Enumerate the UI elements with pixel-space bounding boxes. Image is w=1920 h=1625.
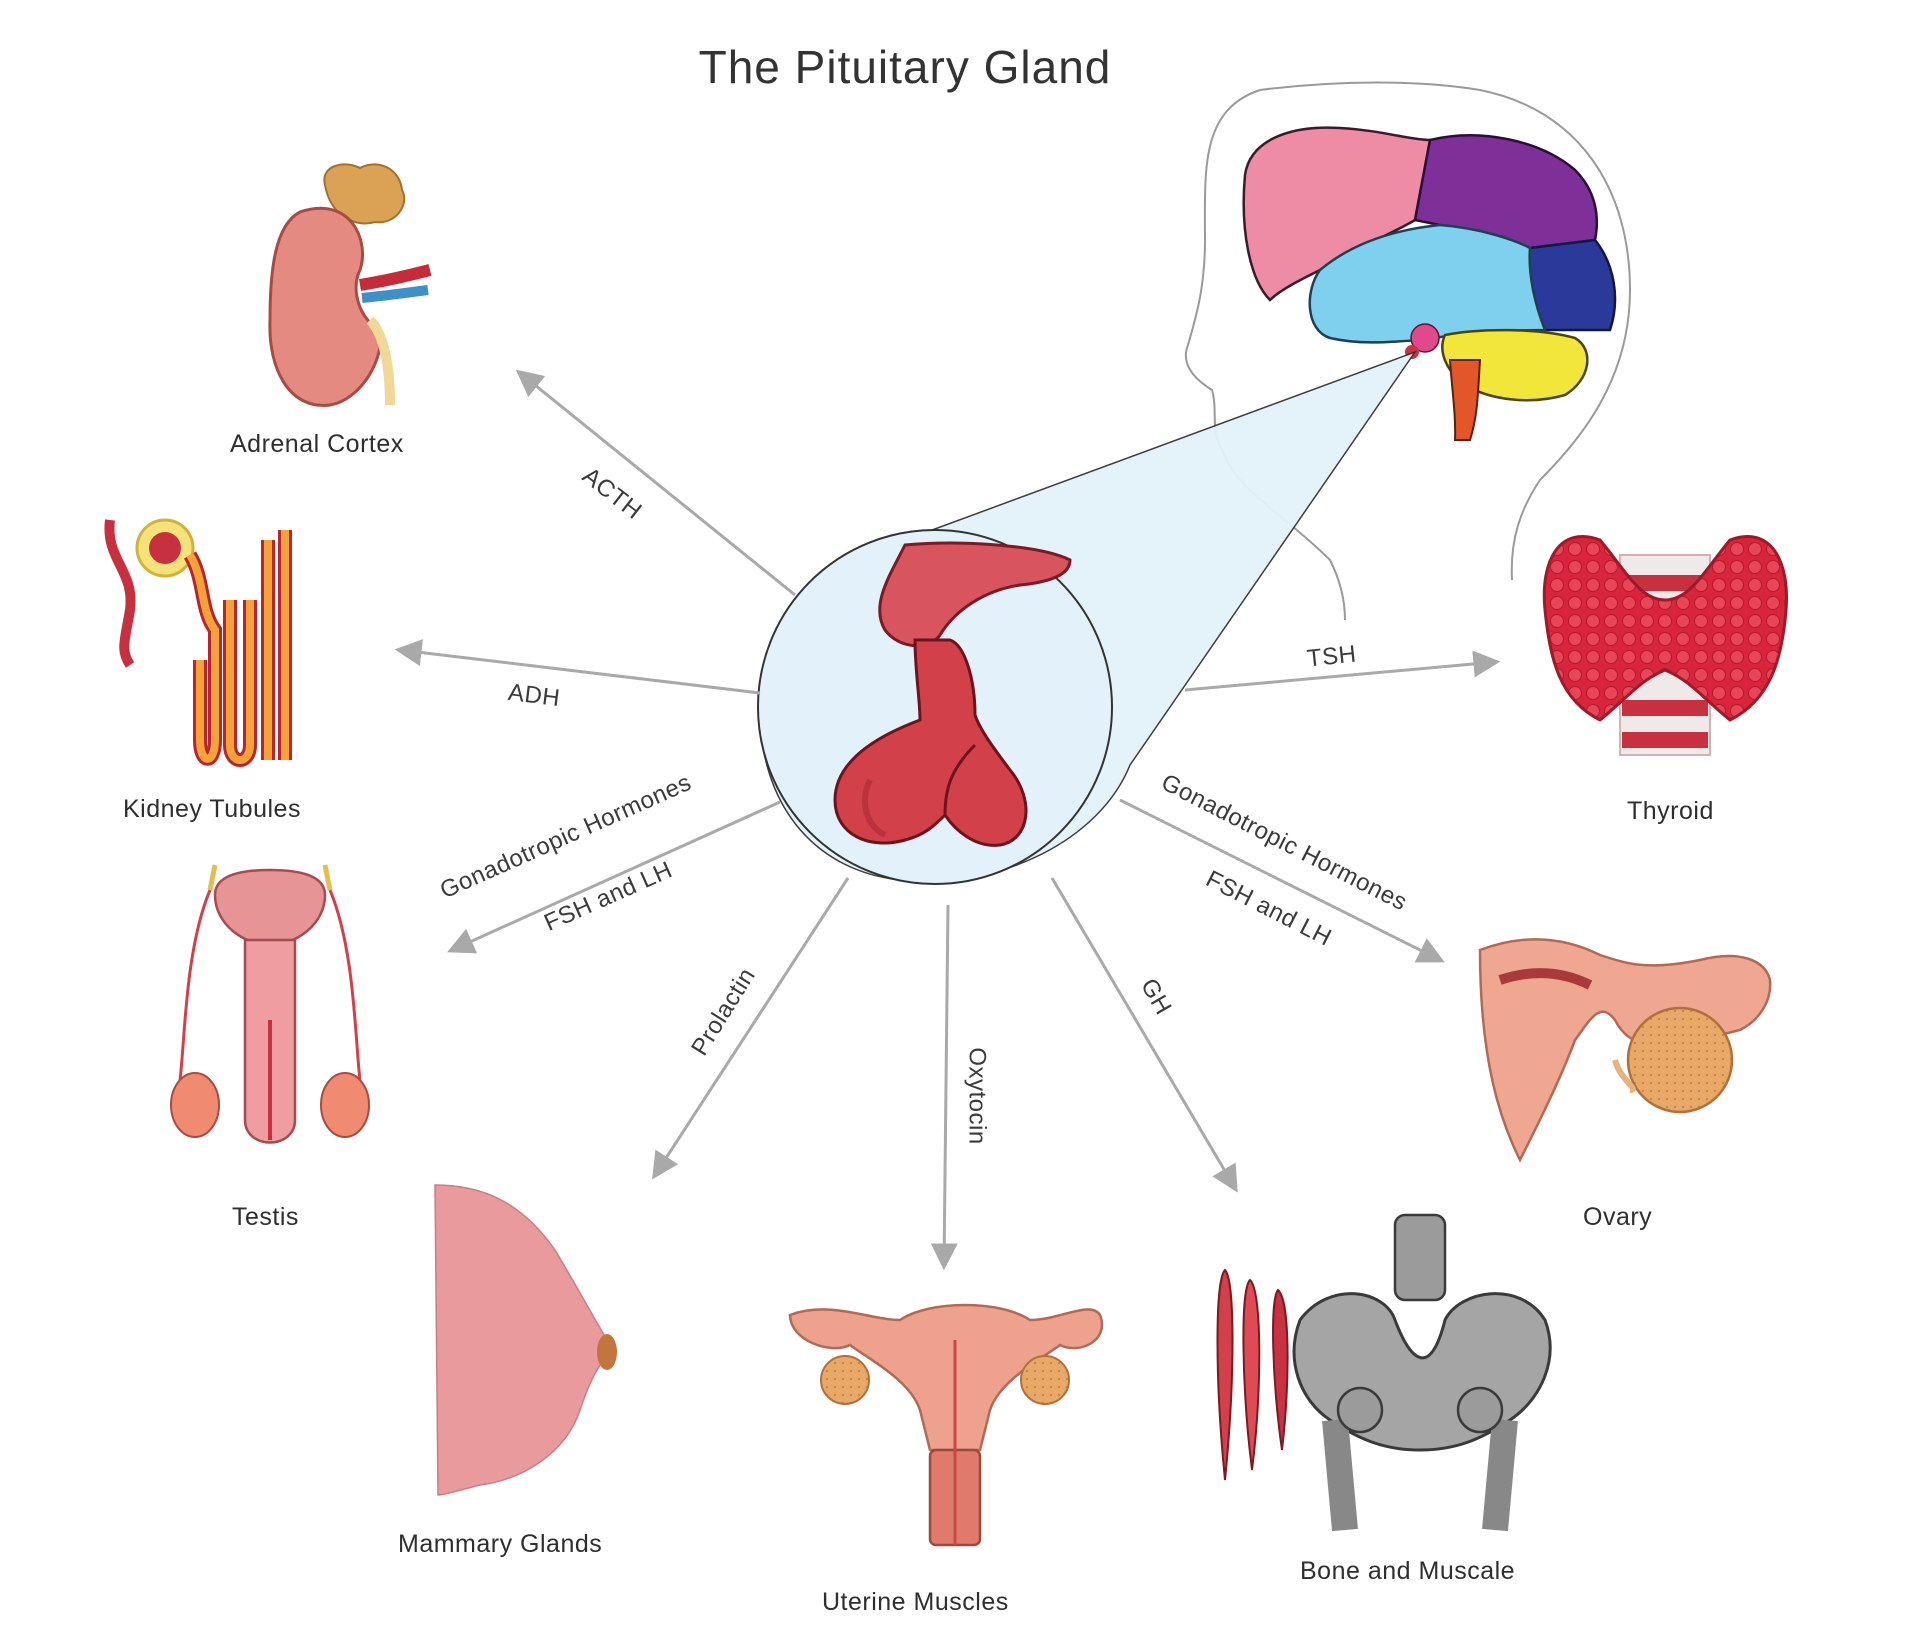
arrow-gh <box>1050 877 1238 1193</box>
pituitary-gland-illustration <box>833 541 1072 847</box>
arrow-prolactin <box>652 877 850 1180</box>
hormone-label-tsh: TSH <box>1305 640 1358 673</box>
label-bone-and-muscle: Bone and Muscale <box>1300 1557 1516 1585</box>
head-brain-illustration <box>1185 81 1632 621</box>
brain-temporal-lobe <box>1308 223 1547 344</box>
head-outline <box>1185 81 1632 621</box>
arrow-adh <box>394 639 761 695</box>
label-mammary-glands: Mammary Glands <box>398 1530 603 1558</box>
arrow-oxytocin <box>930 904 958 1271</box>
hormone-label-oxytocin: Oxytocin <box>963 1047 991 1145</box>
pituitary-spot <box>1410 323 1440 353</box>
hormone-arrows <box>394 369 1501 1271</box>
testis-illustration <box>170 864 370 1144</box>
mammary-gland-illustration <box>434 1184 617 1496</box>
page-title: The Pituitary Gland <box>698 41 1112 93</box>
arrow-gonadotropic-right <box>1119 798 1445 963</box>
label-adrenal-cortex: Adrenal Cortex <box>230 430 404 458</box>
arrow-acth <box>515 369 796 597</box>
label-testis: Testis <box>232 1203 299 1231</box>
label-kidney-tubules: Kidney Tubules <box>123 795 301 823</box>
thyroid-illustration <box>1542 535 1789 756</box>
uterus-illustration <box>788 1303 1104 1547</box>
arrow-tsh <box>1184 650 1501 692</box>
label-thyroid: Thyroid <box>1627 797 1714 825</box>
label-ovary: Ovary <box>1583 1203 1653 1231</box>
bone-muscle-illustration <box>1216 1213 1552 1532</box>
adrenal-cortex-illustration <box>268 163 432 407</box>
kidney-tubules-illustration <box>104 518 292 767</box>
label-uterine-muscles: Uterine Muscles <box>822 1588 1009 1616</box>
brain-stem <box>1448 359 1482 441</box>
ovary-illustration <box>1478 938 1772 1163</box>
arrow-gonadotropic-left <box>447 800 781 954</box>
